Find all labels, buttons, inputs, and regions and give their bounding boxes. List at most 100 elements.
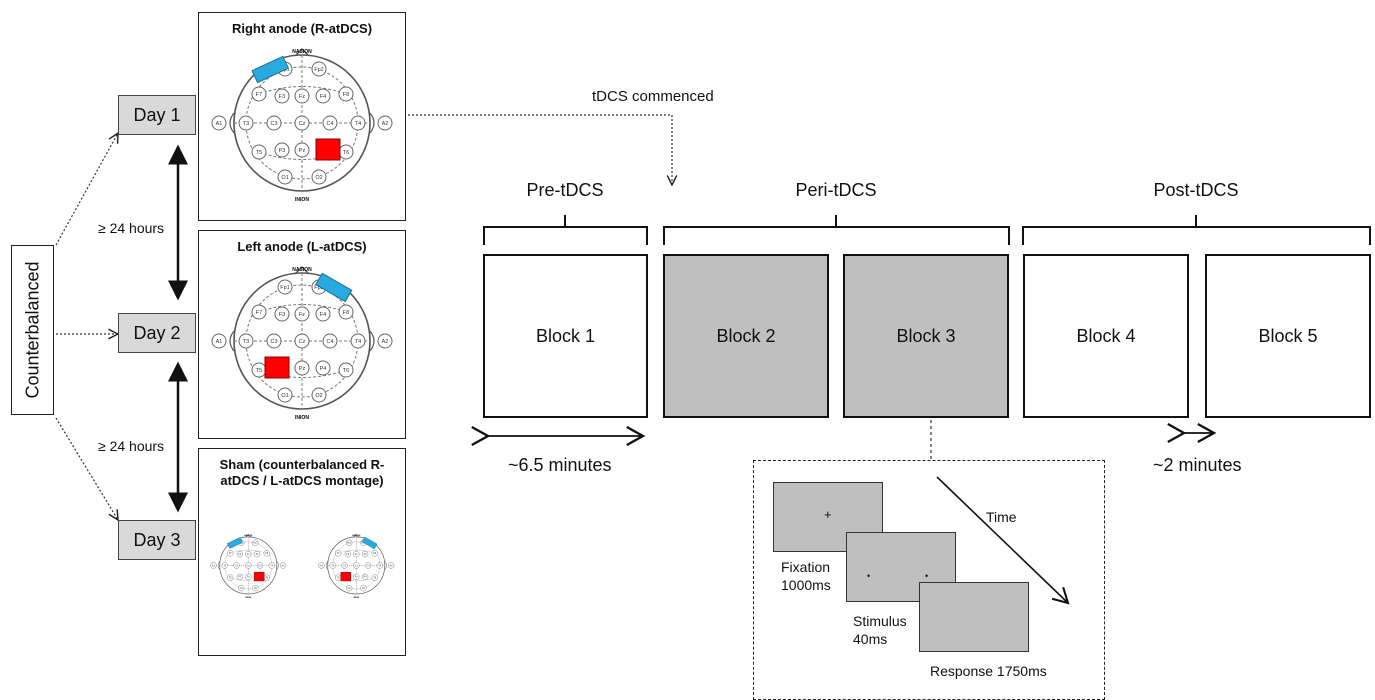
right-anode-panel: Right anode (R-atDCS) NASIONINIONFp1Fp2F…	[198, 12, 406, 221]
bracket-peri	[663, 215, 1010, 245]
electrode-label-t6: T6	[265, 577, 268, 579]
eeg-map-right-anode: NASIONINIONFp1Fp2F7F3FzF4F8T3C3CzC4T4T5P…	[211, 48, 393, 203]
anode-pad	[315, 272, 353, 303]
block-4: Block 4	[1023, 254, 1189, 418]
electrode-label-pz: Pz	[247, 577, 251, 579]
electrode-label-o1: O1	[240, 588, 244, 590]
electrode-label-a2: A2	[382, 339, 389, 345]
right-anode-title: Right anode (R-atDCS)	[231, 21, 373, 36]
phase-post-label: Post-tDCS	[1153, 180, 1239, 200]
electrode-label-f7: F7	[256, 92, 262, 98]
electrode-label-fp2: Fp2	[361, 543, 366, 545]
electrode-t4	[376, 562, 383, 569]
electrode-label-pz: Pz	[299, 366, 306, 372]
electrode-label-a2: A2	[382, 121, 389, 127]
electrode-label-f4: F4	[256, 554, 259, 556]
day-2-box: Day 2	[118, 313, 196, 353]
electrode-label-f7: F7	[256, 310, 262, 316]
electrode-label-t6: T6	[373, 577, 376, 579]
electrode-label-o2: O2	[315, 393, 322, 399]
electrode-c4	[256, 562, 264, 569]
left-anode-title: Left anode (L-atDCS)	[237, 239, 367, 254]
electrode-o2	[360, 584, 367, 592]
electrode-label-t4: T4	[355, 339, 361, 345]
nose-outline	[294, 266, 310, 275]
break-duration-label: ~2 minutes	[1153, 455, 1242, 475]
connector-day1	[55, 133, 118, 246]
electrode-t3	[221, 562, 228, 569]
electrode-label-a2: A2	[390, 564, 394, 567]
electrode-label-t3: T3	[223, 565, 226, 567]
block-1: Block 1	[483, 254, 648, 418]
stimulus-label: Stimulus 40ms	[853, 612, 907, 648]
electrode-label-f7: F7	[337, 553, 340, 555]
block-duration-label: ~6.5 minutes	[508, 455, 612, 475]
electrode-label-a1: A1	[216, 121, 223, 127]
electrode-f4	[315, 306, 331, 322]
electrode-t4	[350, 333, 366, 349]
electrode-label-t3: T3	[243, 121, 249, 127]
electrode-label-t5: T5	[256, 368, 262, 374]
block-3: Block 3	[843, 254, 1009, 418]
electrode-cz	[294, 115, 310, 131]
electrode-p3	[274, 142, 290, 158]
electrode-c4	[364, 562, 372, 569]
electrode-label-c3: C3	[235, 565, 239, 567]
electrode-fp1	[277, 279, 293, 295]
electrode-f4	[253, 550, 261, 558]
electrode-label-fp2: Fp2	[253, 543, 258, 545]
electrode-a1	[210, 562, 217, 569]
nasion-label: NASION	[352, 534, 361, 537]
electrode-f8	[338, 86, 354, 102]
tdcs-commenced-path	[408, 114, 672, 185]
electrode-label-t5: T5	[229, 577, 232, 579]
interval-label-1: ≥ 24 hours	[98, 220, 165, 236]
counterbalanced-box: Counterbalanced	[11, 245, 54, 415]
electrode-label-t4: T4	[270, 565, 273, 567]
electrode-f4	[361, 550, 369, 558]
electrode-pz	[294, 142, 310, 158]
electrode-label-fp1: Fp1	[347, 543, 352, 545]
stimulus-dots: ••	[867, 571, 929, 581]
electrode-label-cz: Cz	[355, 565, 359, 567]
electrode-label-t5: T5	[337, 577, 340, 579]
electrode-cz	[353, 562, 360, 569]
electrode-label-t3: T3	[243, 339, 249, 345]
electrode-label-f3: F3	[239, 554, 242, 556]
electrode-label-cz: Cz	[299, 339, 306, 345]
electrode-t5	[227, 574, 234, 581]
electrode-fz	[294, 88, 310, 104]
electrode-label-c3: C3	[270, 339, 277, 345]
electrode-t6	[371, 574, 378, 581]
interval-label-2: ≥ 24 hours	[98, 438, 165, 454]
nasion-label: NASION	[244, 534, 253, 537]
electrode-label-f8: F8	[265, 553, 268, 555]
electrode-label-a2: A2	[282, 564, 286, 567]
electrode-label-c4: C4	[259, 565, 263, 567]
electrode-f8	[371, 550, 378, 557]
electrode-c3	[266, 333, 282, 349]
anode-pad	[361, 536, 378, 550]
response-label: Response 1750ms	[930, 663, 1047, 679]
electrode-f8	[263, 550, 270, 557]
stimulus-label-name: Stimulus	[853, 613, 907, 629]
phase-pre-label: Pre-tDCS	[526, 180, 604, 200]
electrode-c4	[322, 333, 338, 349]
electrode-pz	[294, 360, 310, 376]
electrode-label-p4: P4	[364, 577, 368, 579]
electrode-f3	[236, 550, 244, 558]
electrode-label-t4: T4	[355, 121, 361, 127]
electrode-label-f8: F8	[343, 92, 349, 98]
electrode-fp1	[345, 539, 353, 546]
cathode-pad	[264, 356, 290, 379]
electrode-label-f8: F8	[343, 310, 349, 316]
electrode-a2	[279, 562, 287, 569]
electrode-label-o2: O2	[315, 175, 322, 181]
electrode-label-o2: O2	[254, 588, 258, 590]
electrode-p4	[315, 360, 331, 376]
left-ear	[325, 561, 328, 570]
electrode-fz	[294, 306, 310, 322]
electrode-c3	[233, 562, 240, 569]
electrode-o1	[237, 584, 245, 592]
electrode-t4	[350, 115, 366, 131]
